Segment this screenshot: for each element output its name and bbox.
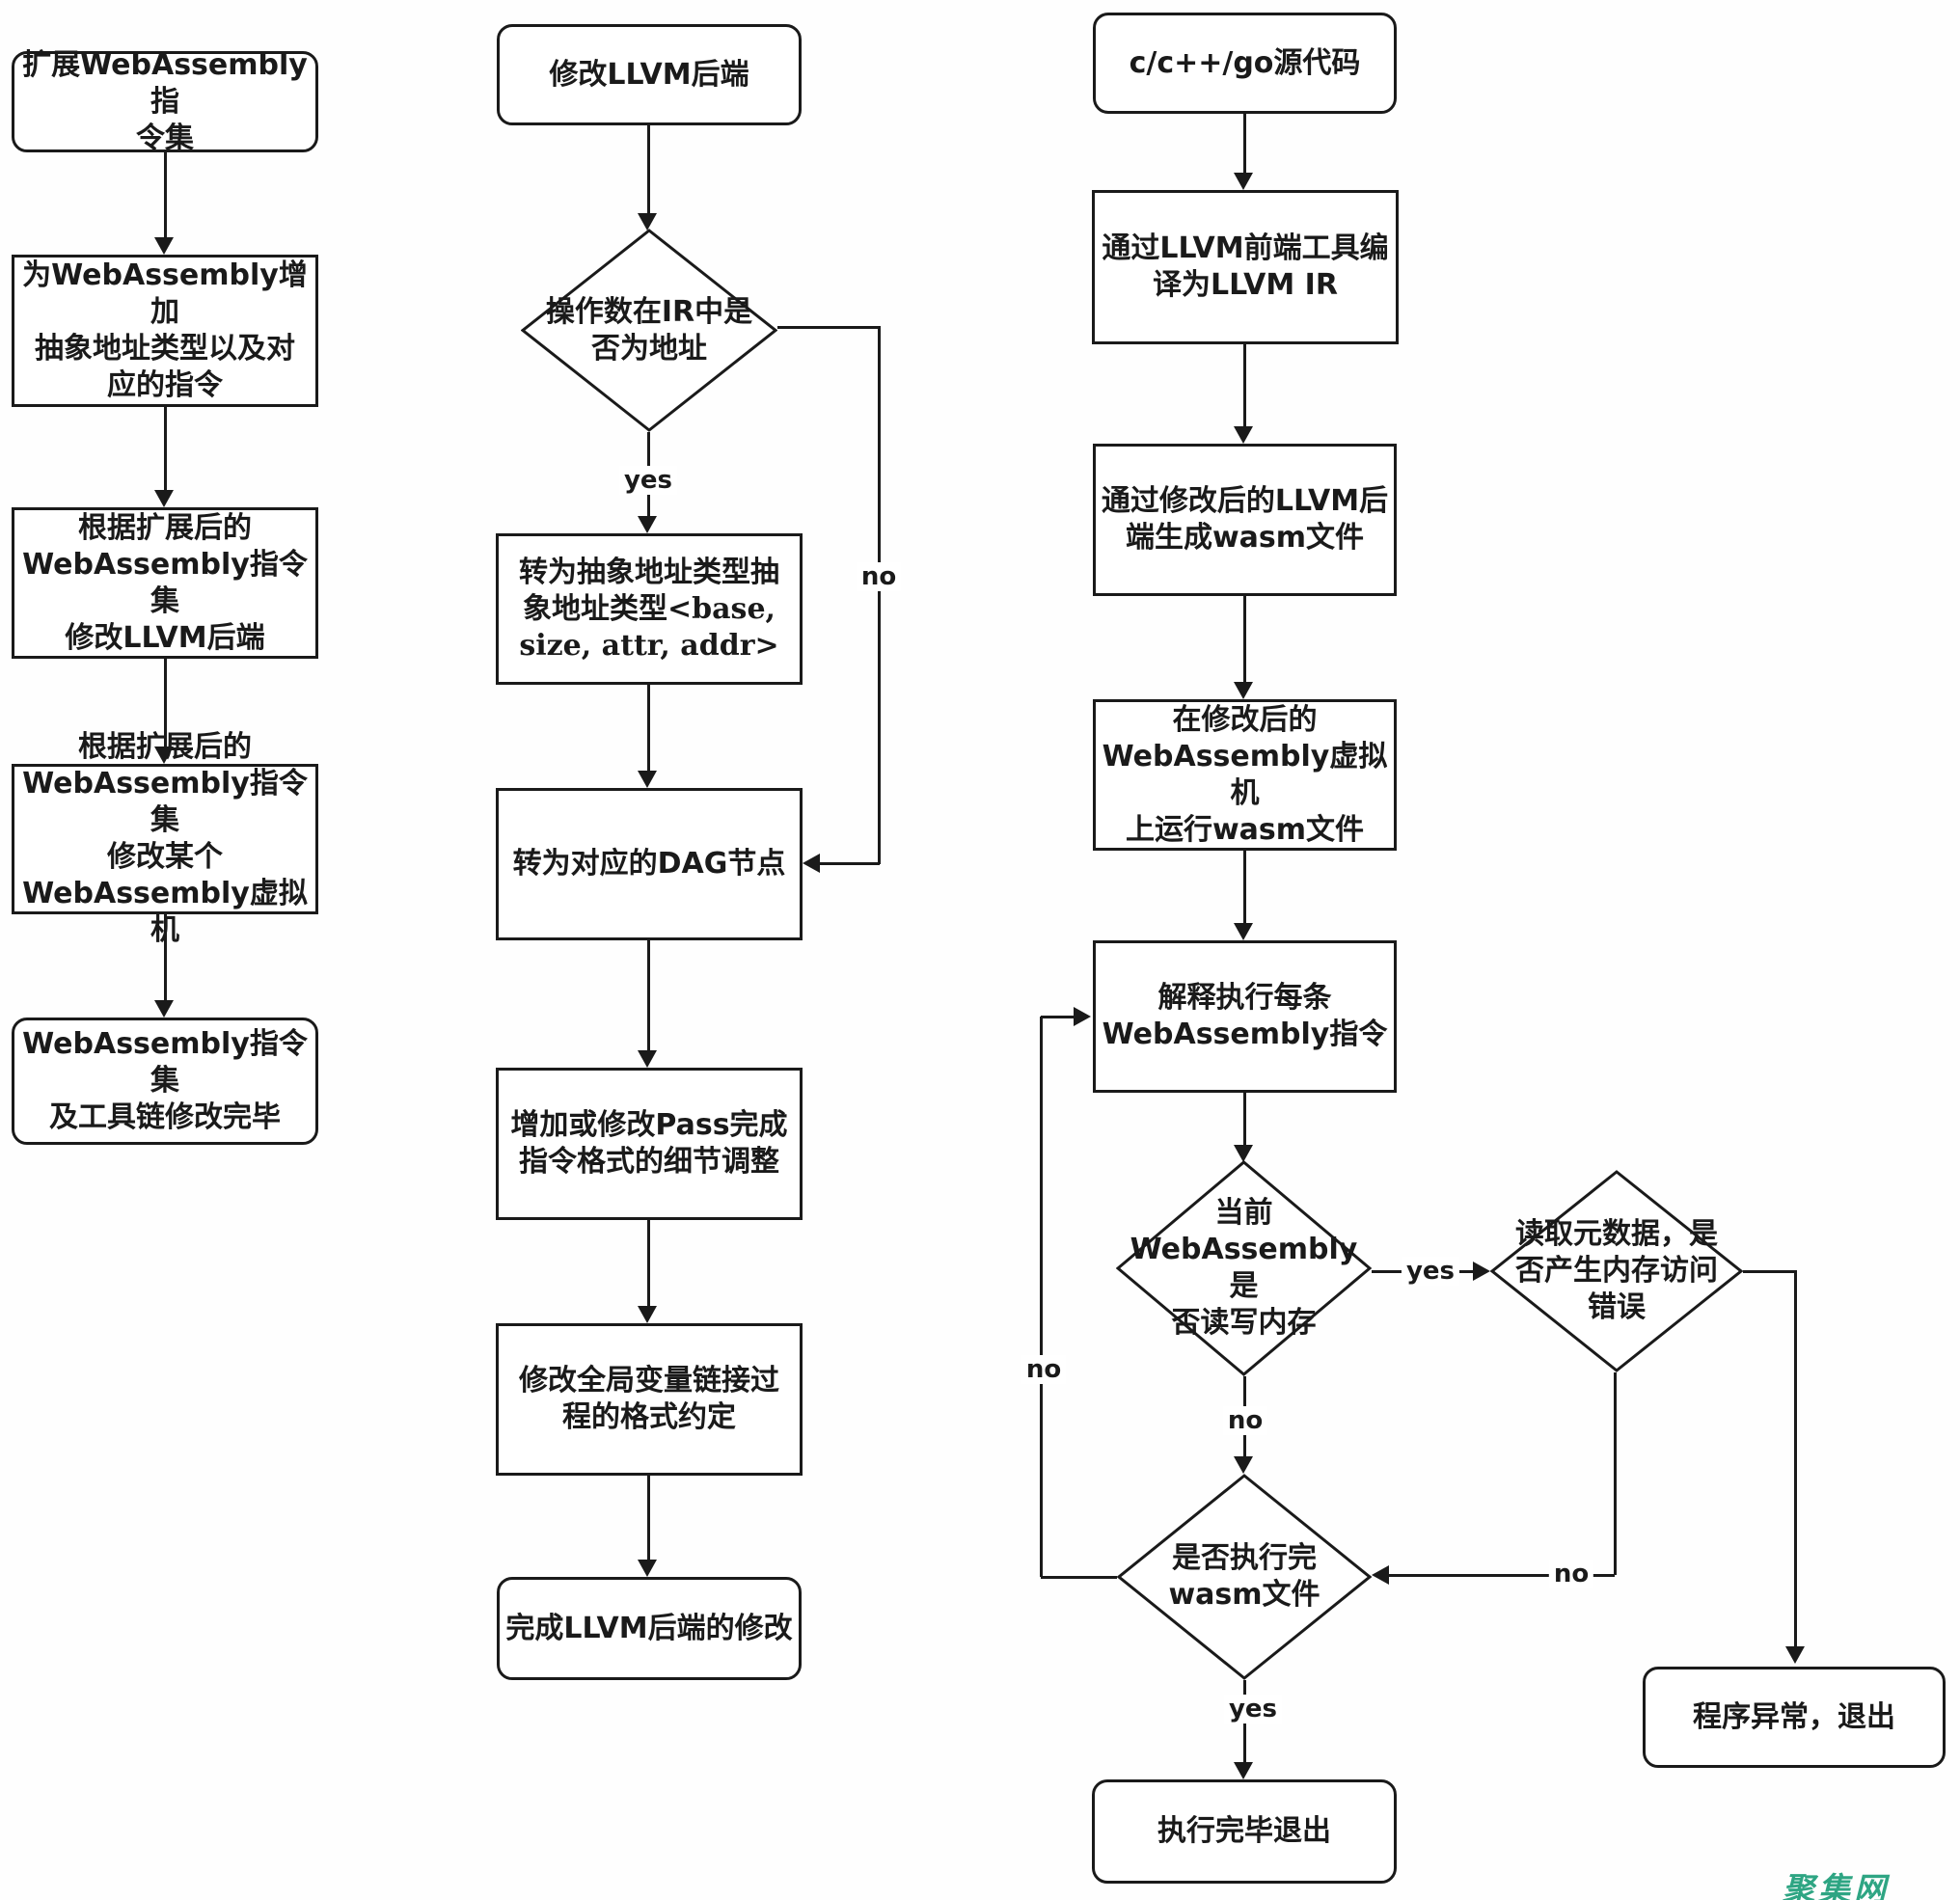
- flow-node-modify-llvm-backend: 修改LLVM后端: [497, 24, 802, 125]
- edge-line: [820, 862, 880, 865]
- edge-line: [1243, 114, 1246, 173]
- arrowhead-right-icon: [1074, 1007, 1091, 1026]
- decision-text: 读取元数据，是 否产生内存访问 错误: [1515, 1217, 1718, 1324]
- edge-line: [777, 326, 880, 329]
- decision-text: 操作数在IR中是 否为地址: [545, 294, 753, 366]
- edge-label-no: no: [1222, 1406, 1268, 1435]
- edge-line: [647, 125, 650, 213]
- arrowhead-down-icon: [1234, 1762, 1253, 1779]
- flow-decision-operand-is-addr: 操作数在IR中是 否为地址: [521, 229, 777, 432]
- arrowhead-down-icon: [1234, 173, 1253, 190]
- arrowhead-down-icon: [154, 490, 174, 507]
- arrowhead-down-icon: [154, 746, 174, 764]
- edge-label-yes: yes: [1223, 1695, 1283, 1724]
- edge-line: [1243, 596, 1246, 682]
- edge-line: [164, 914, 167, 1000]
- edge-line: [1794, 1270, 1797, 1646]
- flow-node-exec-exit: 执行完毕退出: [1092, 1779, 1397, 1884]
- arrowhead-down-icon: [1785, 1646, 1805, 1664]
- flow-decision-read-metadata: 读取元数据，是 否产生内存访问 错误: [1490, 1170, 1743, 1372]
- edge-line: [1243, 1093, 1246, 1145]
- flow-node-to-dag-node: 转为对应的DAG节点: [496, 788, 803, 940]
- flow-node-modify-vm-by-isa: 根据扩展后的 WebAssembly指令集 修改某个 WebAssembly虚拟…: [12, 730, 318, 947]
- arrowhead-down-icon: [638, 213, 657, 231]
- flow-node-toolchain-done: WebAssembly指令集 及工具链修改完毕: [12, 1018, 318, 1145]
- flow-node-interpret-each: 解释执行每条 WebAssembly指令: [1093, 940, 1397, 1093]
- decision-text: 当前 WebAssembly是 否读写内存: [1130, 1196, 1358, 1340]
- edge-line: [164, 407, 167, 490]
- flow-node-frontend-ir: 通过LLVM前端工具编 译为LLVM IR: [1092, 190, 1399, 344]
- flow-node-program-error: 程序异常，退出: [1643, 1667, 1946, 1768]
- edge-line: [1040, 1017, 1043, 1577]
- flow-node-modify-llvm-by-isa: 根据扩展后的 WebAssembly指令集 修改LLVM后端: [12, 507, 318, 659]
- flow-node-add-addr-type: 为WebAssembly增加 抽象地址类型以及对 应的指令: [12, 255, 318, 407]
- arrowhead-down-icon: [638, 1050, 657, 1068]
- edge-line: [1614, 1372, 1617, 1575]
- edge-line: [1041, 1016, 1074, 1018]
- arrowhead-down-icon: [638, 1306, 657, 1323]
- edge-line: [1243, 344, 1246, 426]
- edge-label-yes: yes: [618, 466, 678, 495]
- arrowhead-down-icon: [638, 771, 657, 788]
- edge-label-no: no: [1021, 1355, 1067, 1384]
- flow-node-run-on-vm: 在修改后的 WebAssembly虚拟机 上运行wasm文件: [1093, 699, 1397, 851]
- arrowhead-down-icon: [638, 1560, 657, 1577]
- edge-line: [647, 685, 650, 771]
- edge-line: [1389, 1574, 1615, 1577]
- edge-label-no: no: [856, 562, 902, 591]
- edge-line: [164, 152, 167, 237]
- edge-line: [164, 659, 167, 746]
- flow-decision-rw-memory: 当前 WebAssembly是 否读写内存: [1116, 1160, 1372, 1376]
- arrowhead-down-icon: [1234, 923, 1253, 940]
- arrowhead-left-icon: [803, 854, 820, 873]
- flow-node-add-pass: 增加或修改Pass完成 指令格式的细节调整: [496, 1068, 803, 1220]
- arrowhead-right-icon: [1473, 1262, 1490, 1281]
- flow-node-llvm-done: 完成LLVM后端的修改: [497, 1577, 802, 1680]
- edge-line: [1243, 851, 1246, 923]
- edge-line: [647, 1476, 650, 1560]
- flow-decision-exec-done: 是否执行完 wasm文件: [1117, 1474, 1372, 1680]
- edge-line: [1041, 1576, 1117, 1579]
- arrowhead-down-icon: [638, 516, 657, 533]
- flow-node-source-code: c/c++/go源代码: [1093, 13, 1397, 114]
- arrowhead-down-icon: [1234, 1145, 1253, 1162]
- arrowhead-down-icon: [1234, 426, 1253, 444]
- juji-watermark-logo: 聚集网: [1783, 1870, 1890, 1900]
- flow-node-modify-global-link: 修改全局变量链接过 程的格式约定: [496, 1323, 803, 1476]
- arrowhead-down-icon: [1234, 682, 1253, 699]
- arrowhead-down-icon: [1234, 1456, 1253, 1474]
- arrowhead-left-icon: [1372, 1565, 1389, 1585]
- decision-text: 是否执行完 wasm文件: [1168, 1541, 1320, 1612]
- edge-line: [878, 326, 881, 864]
- edge-line: [647, 1220, 650, 1306]
- edge-label-no: no: [1548, 1560, 1594, 1588]
- edge-line: [647, 940, 650, 1050]
- arrowhead-down-icon: [154, 1000, 174, 1018]
- flow-node-backend-wasm: 通过修改后的LLVM后 端生成wasm文件: [1093, 444, 1397, 596]
- flow-node-to-abstract-addr: 转为抽象地址类型抽 象地址类型<base, size, attr, addr>: [496, 533, 803, 685]
- edge-line: [1743, 1270, 1796, 1273]
- edge-label-yes: yes: [1401, 1257, 1460, 1286]
- flow-node-expand-isa: 扩展WebAssembly指 令集: [12, 48, 318, 155]
- arrowhead-down-icon: [154, 237, 174, 255]
